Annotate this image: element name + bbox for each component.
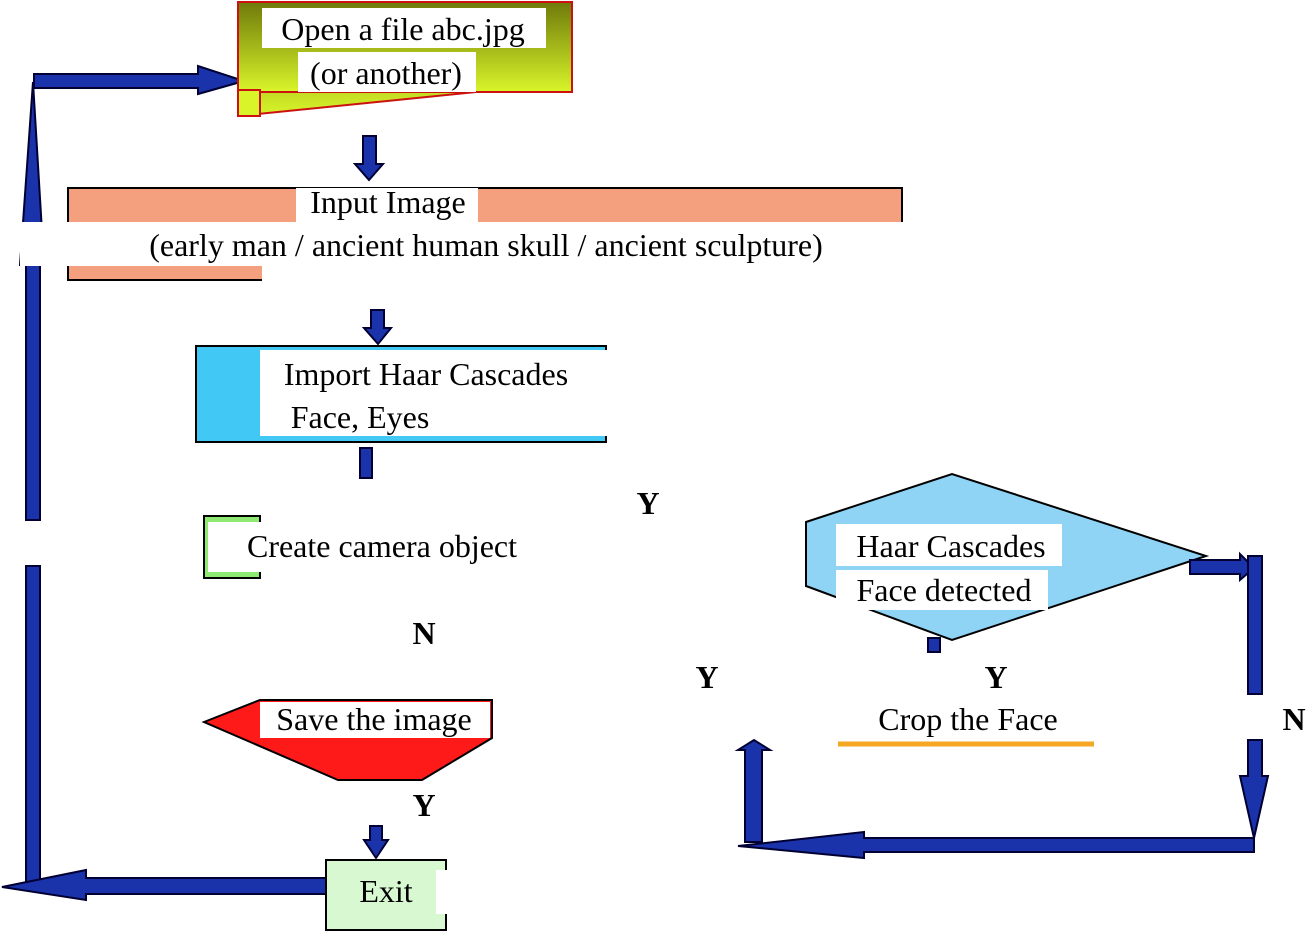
node-import-haar: Import Haar Cascades Face, Eyes <box>195 345 608 443</box>
haar-face-line1: Haar Cascades <box>856 528 1045 564</box>
node-input-image: Input Image (early man / ancient human s… <box>20 184 904 282</box>
open-file-line2: (or another) <box>310 55 462 91</box>
arrow-open-to-input <box>352 135 386 182</box>
arrow-right-vertical-top <box>1247 555 1263 695</box>
arrow-right-vertical-down <box>1238 739 1270 839</box>
crop-face-line1: Crop the Face <box>878 701 1058 737</box>
branch-label-y-crop: Y <box>984 659 1007 695</box>
import-haar-line1: Import Haar Cascades <box>284 356 568 392</box>
connector-import-down <box>359 447 373 479</box>
branch-label-n-camera: N <box>412 615 435 651</box>
arrow-loop-vertical-lower <box>25 565 41 885</box>
node-open-file: Open a file abc.jpg (or another) <box>237 1 573 118</box>
node-create-camera: Create camera object <box>203 515 517 579</box>
open-file-line1: Open a file abc.jpg <box>281 11 524 47</box>
branch-label-y-left-mid: Y <box>695 659 718 695</box>
node-save-image: Save the image <box>201 699 493 796</box>
branch-label-n-right: N <box>1282 701 1305 737</box>
branch-label-y-top: Y <box>636 485 659 521</box>
arrow-loop-vertical-up-top <box>18 81 46 521</box>
arrow-save-to-exit <box>362 825 390 860</box>
branch-label-y-save: Y <box>412 787 435 823</box>
arrow-loop-to-open-file <box>33 64 248 96</box>
arrow-exit-to-loop <box>1 868 327 902</box>
exit-line1: Exit <box>359 873 412 909</box>
node-exit: Exit <box>325 859 448 931</box>
input-image-line1: Input Image <box>310 184 466 220</box>
save-image-line1: Save the image <box>276 701 471 737</box>
node-haar-face-detected: Haar Cascades Face detected <box>805 472 1210 642</box>
connector-diamond-down <box>927 637 941 653</box>
haar-face-line2: Face detected <box>857 572 1032 608</box>
input-image-line2: (early man / ancient human skull / ancie… <box>149 227 823 263</box>
arrow-input-to-import <box>361 309 394 346</box>
arrow-bottom-return <box>737 830 1255 860</box>
create-camera-line1: Create camera object <box>247 528 517 564</box>
import-haar-line2: Face, Eyes <box>291 399 430 435</box>
arrow-up-left-branch <box>734 738 774 843</box>
node-crop-face: Crop the Face <box>838 701 1094 747</box>
